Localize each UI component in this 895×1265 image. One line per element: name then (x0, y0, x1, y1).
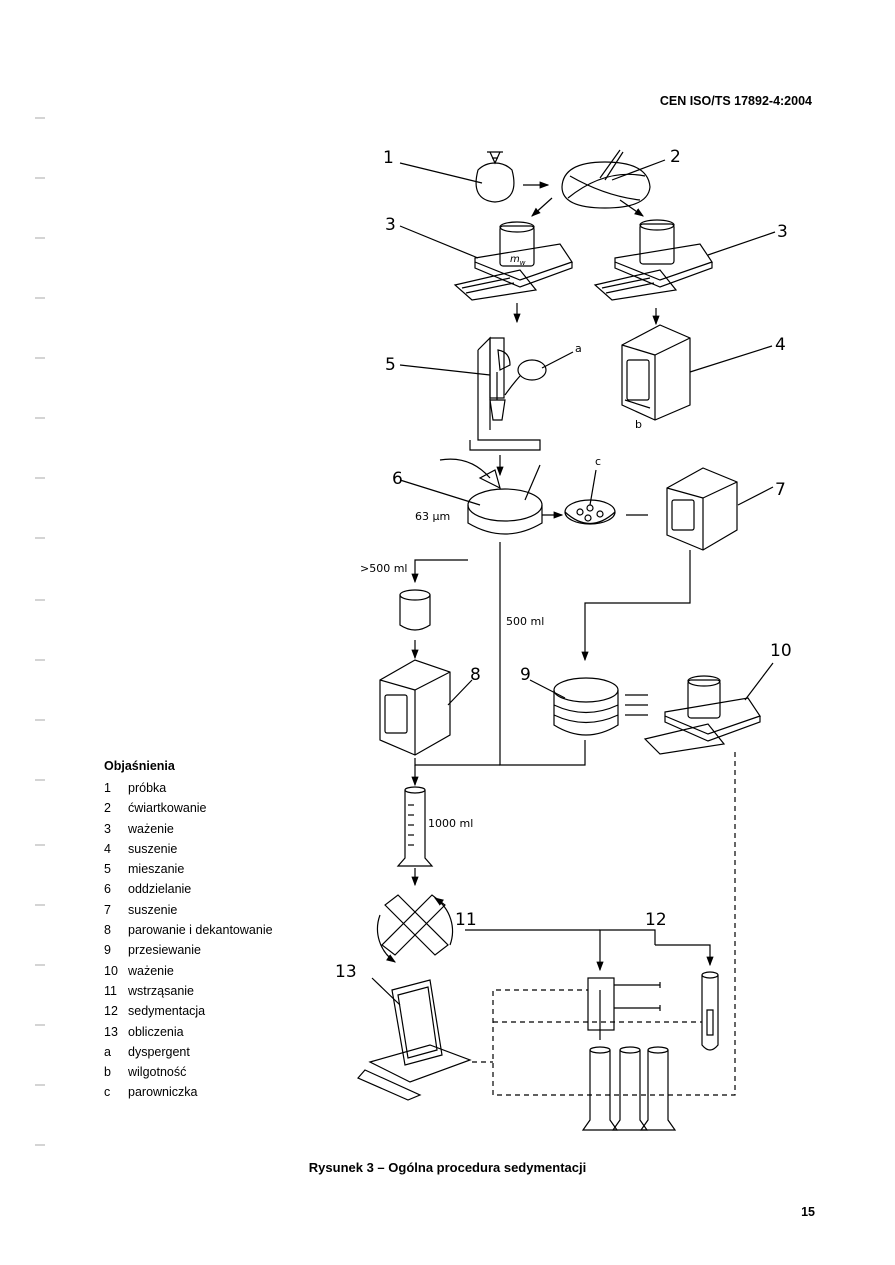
legend-item-key: 9 (104, 943, 111, 958)
sample-bag-icon (475, 151, 515, 203)
document-header: CEN ISO/TS 17892-4:2004 (659, 94, 812, 108)
legend-item-text: suszenie (128, 902, 178, 917)
hydrometer-cylinder-icon (701, 971, 719, 1051)
legend-item: 10 ważenie (104, 961, 273, 981)
legend-item-key: b (104, 1065, 111, 1080)
legend-item-text: parowniczka (128, 1085, 198, 1100)
legend-item: 1 próbka (104, 778, 273, 798)
legend-item-text: oddzielanie (128, 882, 192, 897)
legend-item: 13 obliczenia (104, 1022, 273, 1042)
legend-item-text: sedymentacja (128, 1004, 206, 1019)
mass-subscript: w (520, 259, 526, 267)
shaking-icon (376, 894, 454, 963)
legend-item-text: ćwiartkowanie (128, 801, 207, 816)
callout-11: 11 (455, 910, 477, 930)
label-mass-w: mw (510, 254, 526, 267)
legend-item-key: 8 (104, 923, 111, 938)
legend-item-key: 4 (104, 841, 111, 856)
legend-item: 12 sedymentacja (104, 1001, 273, 1021)
callout-6: 6 (392, 469, 403, 489)
callout-10: 10 (770, 641, 792, 661)
page-number: 15 (801, 1205, 815, 1219)
mass-symbol: m (510, 254, 520, 265)
legend-item-text: przesiewanie (128, 943, 201, 958)
legend-item-key: 10 (104, 963, 118, 978)
figure-caption: Rysunek 3 – Ogólna procedura sedymentacj… (308, 1160, 587, 1175)
legend-item: 7 suszenie (104, 900, 273, 920)
callout-b: b (635, 418, 642, 431)
legend-item-key: 2 (104, 801, 111, 816)
legend-item-text: obliczenia (128, 1024, 184, 1039)
legend-item: 6 oddzielanie (104, 879, 273, 899)
legend-item-key: a (104, 1044, 111, 1059)
legend-item-key: 6 (104, 882, 111, 897)
drying-oven-icon-8 (379, 659, 451, 756)
sieve-stack-icon (553, 677, 619, 736)
legend-item-key: 3 (104, 821, 111, 836)
callout-13: 13 (335, 962, 357, 982)
legend-item: 5 mieszanie (104, 859, 273, 879)
mixer-icon (469, 336, 547, 451)
legend-item: 8 parowanie i dekantowanie (104, 920, 273, 940)
computer-icon (357, 979, 472, 1101)
legend-item: 2 ćwiartkowanie (104, 798, 273, 818)
beaker-icon (399, 589, 431, 631)
callout-5: 5 (385, 355, 396, 375)
label-500ml: 500 ml (506, 615, 544, 628)
legend-item: 3 ważenie (104, 819, 273, 839)
evaporating-dish-icon (564, 499, 616, 525)
callout-c: c (595, 455, 601, 468)
callout-1: 1 (383, 148, 394, 168)
legend-item-text: ważenie (128, 963, 174, 978)
legend-item: 11 wstrząsanie (104, 981, 273, 1001)
legend-item-text: suszenie (128, 841, 178, 856)
legend-item-key: c (104, 1085, 111, 1100)
callout-8: 8 (470, 665, 481, 685)
balance-left-icon (453, 221, 573, 301)
legend-title: Objaśnienia (104, 759, 175, 773)
legend-item-text: ważenie (128, 821, 174, 836)
legend-item: 4 suszenie (104, 839, 273, 859)
quartering-icon (561, 149, 651, 209)
legend-item-text: wstrząsanie (128, 983, 194, 998)
label-63um: 63 μm (415, 510, 450, 523)
callout-12: 12 (645, 910, 667, 930)
balance-icon-10 (643, 675, 761, 755)
legend-item-text: parowanie i dekantowanie (128, 923, 273, 938)
legend-item-text: wilgotność (128, 1065, 187, 1080)
legend-item: b wilgotność (104, 1062, 273, 1082)
callout-a: a (575, 342, 582, 355)
label-over-500ml: >500 ml (360, 562, 407, 575)
hydrometer-apparatus-icon (587, 977, 661, 1040)
legend-item: a dyspergent (104, 1042, 273, 1062)
sedimentation-cylinders-icon (581, 1046, 677, 1131)
callout-4: 4 (775, 335, 786, 355)
margin-tick-marks (35, 117, 45, 1146)
callout-3-right: 3 (777, 222, 788, 242)
measuring-cylinder-icon (396, 786, 434, 867)
legend-item-key: 1 (104, 781, 111, 795)
callout-7: 7 (775, 480, 786, 500)
legend-list: 1 próbka 2 ćwiartkowanie 3 ważenie 4 suszenie 5 m… (104, 778, 273, 1103)
drying-oven-icon-7 (666, 467, 738, 551)
legend-item: 9 przesiewanie (104, 940, 273, 960)
legend-item-key: 13 (104, 1024, 118, 1039)
legend-item-text: dyspergent (128, 1044, 190, 1059)
wet-sieve-icon (439, 458, 543, 535)
legend-item-text: mieszanie (128, 862, 185, 877)
legend: Objaśnienia 1 próbka 2 ćwiartkowanie 3 ważeni… (104, 759, 273, 1103)
callout-2: 2 (670, 147, 681, 167)
callout-9: 9 (520, 665, 531, 685)
legend-item-key: 12 (104, 1004, 118, 1019)
legend-item-key: 5 (104, 862, 111, 877)
legend-item-key: 11 (104, 983, 117, 998)
legend-item-key: 7 (104, 902, 111, 917)
balance-right-icon (593, 219, 713, 301)
label-1000ml: 1000 ml (428, 817, 473, 830)
drying-oven-icon-4 (621, 324, 691, 421)
legend-item-text: próbka (128, 781, 167, 795)
legend-item: c parowniczka (104, 1082, 273, 1102)
callout-3-left: 3 (385, 215, 396, 235)
